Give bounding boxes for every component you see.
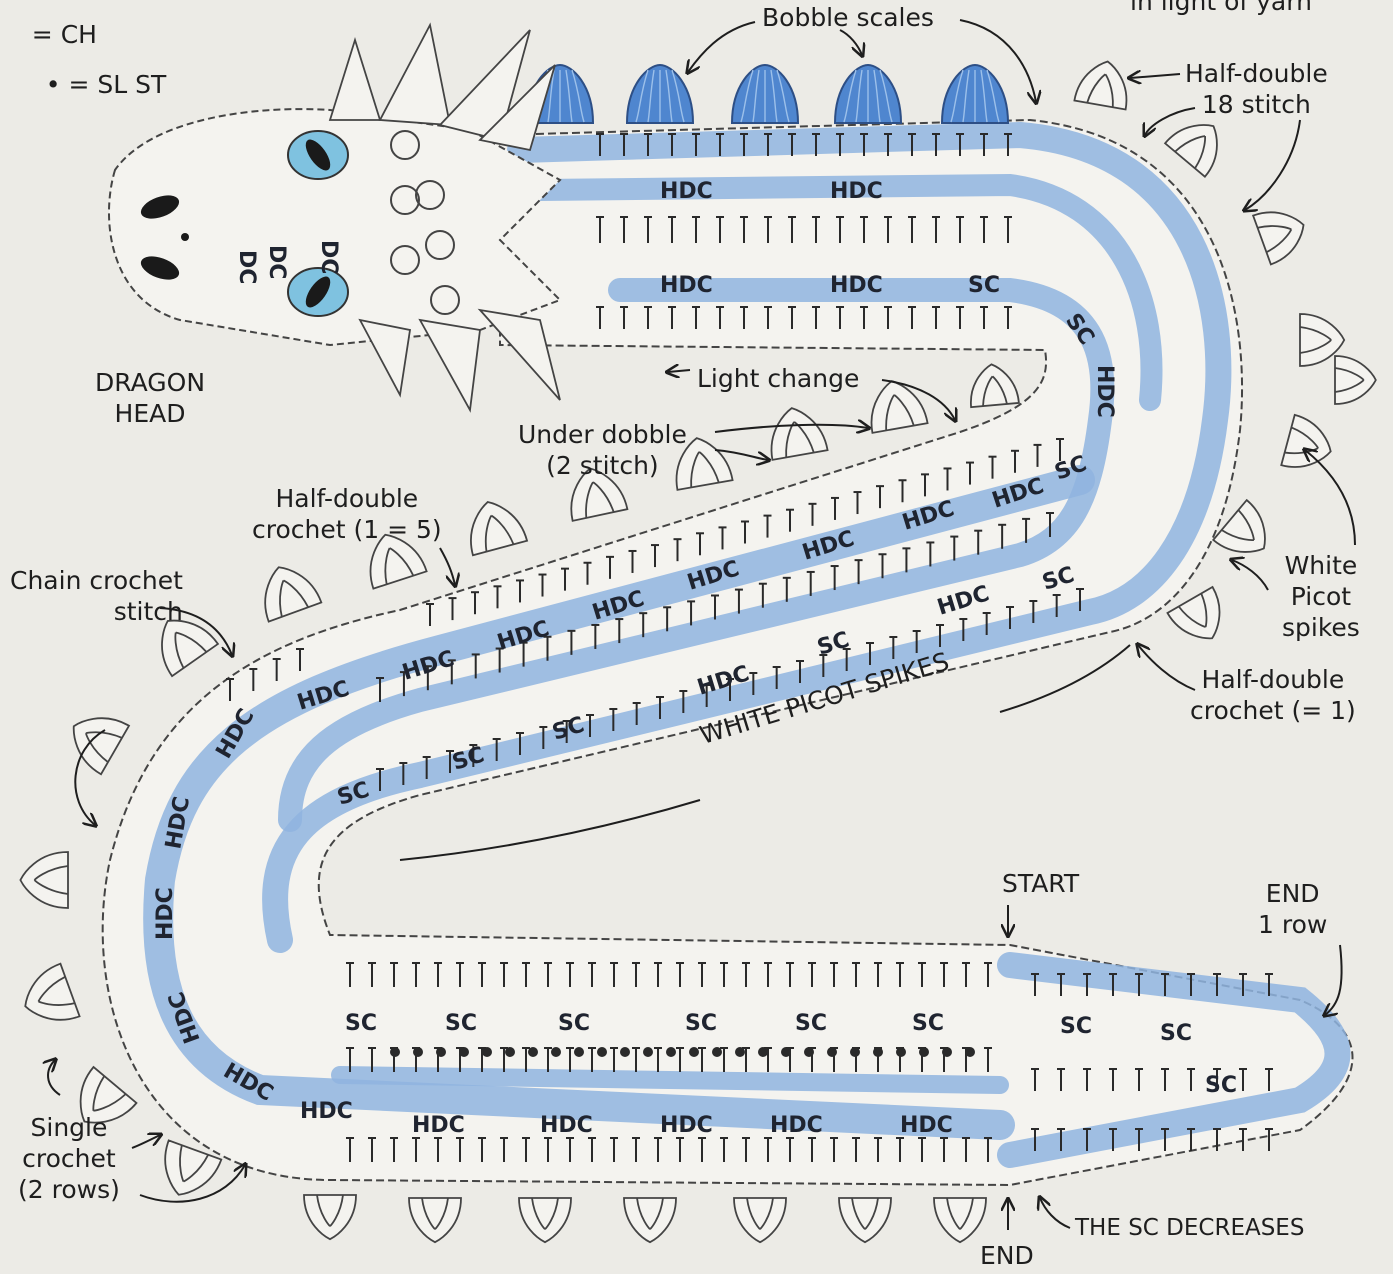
picot-spike-icon xyxy=(1335,356,1376,404)
bobble-scales-label: Bobble scales xyxy=(762,2,934,33)
end-1-row-label: END 1 row xyxy=(1258,878,1327,940)
sc-label: SC xyxy=(558,1011,590,1036)
dragon-head-label: DRAGON HEAD xyxy=(95,367,205,429)
horn-6 xyxy=(420,320,480,410)
picot-spike-icon xyxy=(16,964,80,1033)
bobble-icon xyxy=(942,65,1008,123)
picot-spike-icon xyxy=(409,1198,461,1242)
dc-label: DC xyxy=(234,250,259,284)
top-right-note: in light of yarn xyxy=(1130,0,1312,17)
bobble-icon xyxy=(732,65,798,123)
arrow-icon xyxy=(668,370,690,372)
arrow-icon xyxy=(440,548,455,585)
arrow-icon xyxy=(1138,645,1195,690)
band-bottom-lower xyxy=(340,1075,1000,1085)
picot-spike-icon xyxy=(461,495,527,555)
picot-spike-icon xyxy=(734,1198,786,1242)
slst-symbol: • xyxy=(46,70,61,99)
sc-label: SC xyxy=(1205,1073,1237,1098)
picot-spike-icon xyxy=(519,1198,571,1242)
sc-label: SC xyxy=(685,1011,717,1036)
dragon-head xyxy=(109,25,560,410)
hdc-label: HDC xyxy=(412,1113,465,1138)
arrow-icon xyxy=(48,1060,60,1095)
half-double-18-label: Half-double 18 stitch xyxy=(1185,58,1328,120)
sc-label: SC xyxy=(795,1011,827,1036)
hdc-label: HDC xyxy=(660,179,713,204)
arrow-icon xyxy=(688,22,755,72)
picot-spike-icon xyxy=(1074,57,1133,110)
arrow-icon xyxy=(400,800,700,860)
the-sc-decreases-label: THE SC DECREASES xyxy=(1075,1213,1304,1244)
arrow-icon xyxy=(1232,560,1268,590)
sc-label: SC xyxy=(345,1011,377,1036)
horn-5 xyxy=(360,320,410,395)
under-dobble-label: Under dobble (2 stitch) xyxy=(518,419,687,481)
legend-slst-text: = SL ST xyxy=(69,70,167,99)
chain-crochet-stitch-label: Chain crochet stitch xyxy=(10,565,183,627)
hdc-label: HDC xyxy=(540,1113,593,1138)
half-double-crochet-1-5-label: Half-double crochet (1 = 5) xyxy=(252,483,442,545)
dc-label: DC xyxy=(264,245,289,279)
legend-slst: • = SL ST xyxy=(14,38,166,131)
picot-spike-icon xyxy=(20,852,68,908)
sc-label: SC xyxy=(912,1011,944,1036)
picot-spike-icon xyxy=(968,362,1019,407)
hdc-label: HDC xyxy=(770,1113,823,1138)
single-crochet-2-rows-label: Single crochet (2 rows) xyxy=(18,1112,120,1205)
horn-2 xyxy=(380,25,450,125)
hdc-label: HDC xyxy=(660,273,713,298)
hdc-label: HDC xyxy=(660,1113,713,1138)
picot-spike-icon xyxy=(1253,200,1312,264)
sc-label: SC xyxy=(1060,1014,1092,1039)
arrow-icon xyxy=(1245,120,1300,210)
picot-spike-icon xyxy=(304,1195,356,1239)
end-bottom-label: END xyxy=(980,1240,1034,1271)
picot-spike-icon xyxy=(1281,415,1337,477)
bobble-scales xyxy=(527,65,1008,123)
sc-label: SC xyxy=(1160,1021,1192,1046)
bobble-icon xyxy=(835,65,901,123)
sc-label: SC xyxy=(445,1011,477,1036)
hdc-label: HDC xyxy=(153,887,178,940)
white-picot-spikes-side-label: White Picot spikes xyxy=(1282,550,1360,643)
dc-label: DC xyxy=(316,240,341,274)
bobble-icon xyxy=(627,65,693,123)
start-label: START xyxy=(1002,868,1079,899)
picot-spike-icon xyxy=(1167,587,1234,651)
hdc-label: HDC xyxy=(900,1113,953,1138)
picot-spike-icon xyxy=(764,403,827,460)
hdc-label: HDC xyxy=(830,179,883,204)
picot-spike-icon xyxy=(864,376,927,433)
sc-label: SC xyxy=(968,273,1000,298)
half-double-crochet-eq1-label: Half-double crochet (= 1) xyxy=(1190,664,1356,726)
arrow-icon xyxy=(1130,74,1180,78)
hdc-label: HDC xyxy=(300,1099,353,1124)
arrow-icon xyxy=(1000,645,1130,712)
picot-spike-icon xyxy=(839,1198,891,1242)
arrow-icon xyxy=(840,30,862,55)
arrow-icon xyxy=(132,1135,160,1148)
arrow-icon xyxy=(1325,945,1342,1015)
picot-spike-icon xyxy=(252,558,321,622)
horn-1 xyxy=(330,40,380,120)
picot-spike-icon xyxy=(624,1198,676,1242)
arrow-icon xyxy=(1040,1198,1070,1228)
light-change-label: Light change xyxy=(697,363,859,394)
picot-spike-icon xyxy=(934,1198,986,1242)
hdc-label: HDC xyxy=(830,273,883,298)
hdc-label: HDC xyxy=(1092,365,1117,418)
